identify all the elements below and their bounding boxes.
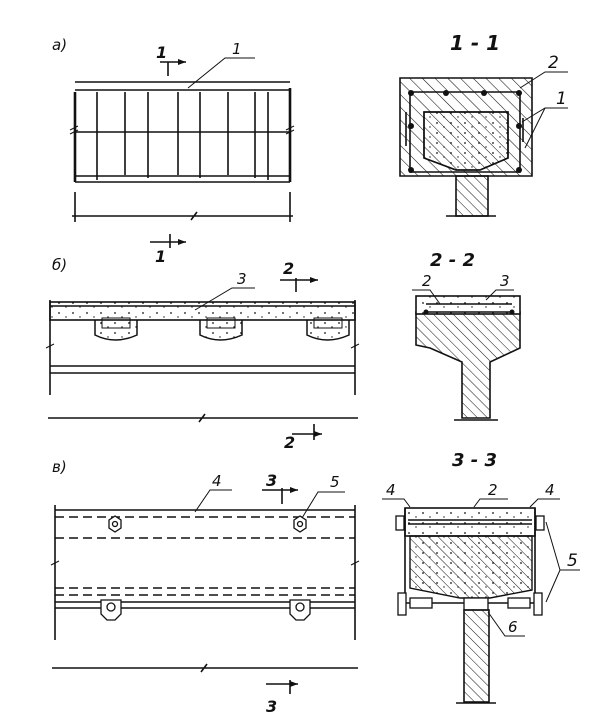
section-3-3: 3 - 3 4 2 4 5 6 [382,450,580,704]
section-mark-label: 2 [284,433,295,452]
section-mark-label: 1 [155,247,166,266]
callout-label: 3 [237,270,247,288]
callout-label: 4 [545,481,555,499]
callout-label: 5 [567,551,578,571]
bracket-icon [289,599,311,621]
callout-label: 2 [488,481,498,499]
callout-label: 4 [212,472,222,490]
bolt-icon [293,515,307,533]
panel-a-label: а) [52,36,67,54]
bracket-icon [100,599,122,621]
callout-label: 2 [548,53,559,73]
section-mark-2-top: 2 [280,259,318,292]
section-2-2: 2 - 2 2 3 [412,250,521,421]
callout-label: 4 [386,481,396,499]
section-1-1: 1 - 1 2 1 [399,31,568,217]
section-mark-2-bottom: 2 [284,424,322,452]
section-3-3-title: 3 - 3 [452,450,497,471]
panel-c-label: в) [52,458,67,476]
panel-b-label: б) [52,256,67,274]
section-mark-label: 3 [266,471,277,490]
leader-3: 3 [194,270,255,311]
panel-a-plan: а) 1 1 1 [52,36,295,266]
section-mark-3-top: 3 [262,471,298,504]
callout-label: 5 [330,473,340,491]
section-2-2-title: 2 - 2 [430,250,475,271]
callout-label: 2 [422,272,432,290]
callout-label: 1 [232,40,242,58]
leader-4: 4 [194,472,232,513]
section-mark-1-bottom: 1 [150,234,186,266]
leader-1: 1 [187,40,255,89]
section-mark-label: 1 [156,43,167,62]
section-mark-3-bottom: 3 [266,680,298,716]
callout-label: 6 [508,618,518,636]
section-1-1-title: 1 - 1 [450,31,500,55]
leader-5: 5 [301,473,345,519]
section-mark-label: 3 [266,697,277,716]
bolt-icon [108,515,122,533]
section-mark-1-top: 1 [156,43,186,76]
panel-c-elevation: в) 3 4 5 3 [50,458,360,716]
callout-label: 3 [500,272,510,290]
panel-b-elevation: б) 2 3 2 [45,256,360,452]
callout-label: 1 [556,89,567,109]
section-mark-label: 2 [283,259,294,278]
